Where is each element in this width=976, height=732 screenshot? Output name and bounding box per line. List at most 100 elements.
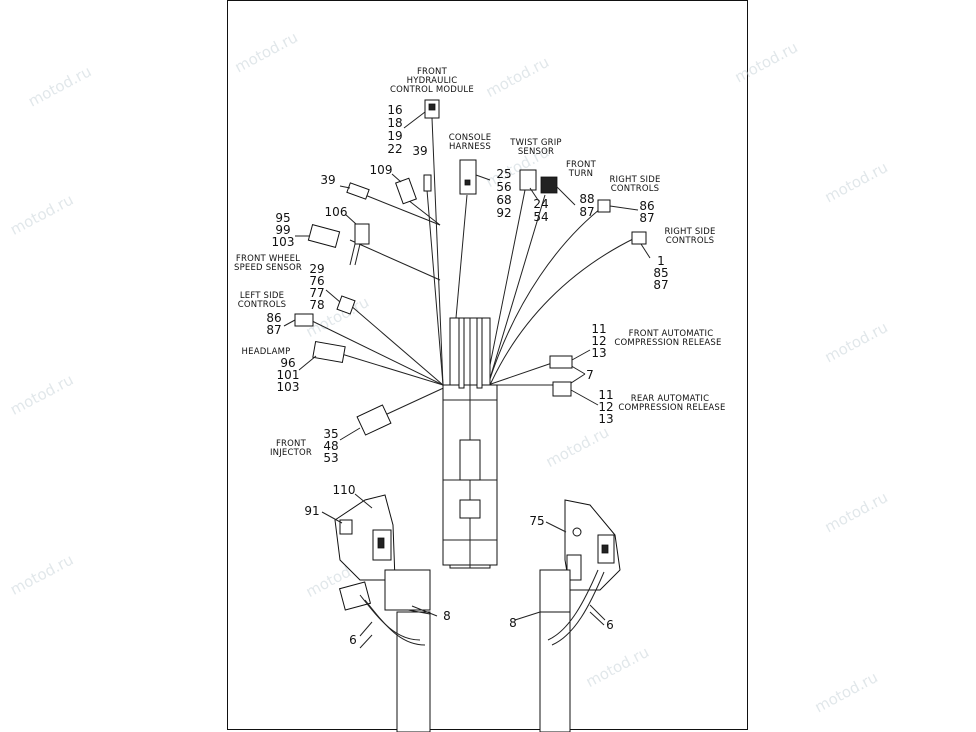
watermark-text: motod.ru [812,668,881,716]
callout-92: 92 [496,206,511,220]
callout-1: 1 [657,254,665,268]
callout-8-right: 8 [509,616,517,630]
console-harness-label-line1: CONSOLE [449,133,492,143]
twist-grip-connector [519,169,537,191]
callout-87-rsc: 87 [639,211,654,225]
right-side-controls-1-label-line2: CONTROLS [611,184,660,194]
front-turn-label-line2: TURN [568,169,593,179]
callout-54: 54 [533,210,548,224]
left-bracket-assembly [334,494,431,732]
callout-77: 77 [309,286,324,300]
headlamp-label: HEADLAMP [242,347,291,357]
watermark-text: motod.ru [822,318,891,366]
callout-87-lsc: 87 [266,323,281,337]
headlamp-connector [312,340,346,364]
console-harness-label-line2: HARNESS [449,142,491,152]
callout-103: 103 [272,235,295,249]
front-acr-label-line1: FRONT AUTOMATIC [629,329,714,339]
callout-56: 56 [496,180,511,194]
connector-39-left [346,182,370,200]
callout-12-rear: 12 [598,400,613,414]
callout-68: 68 [496,193,511,207]
callout-25: 25 [496,167,511,181]
callout-95: 95 [275,211,290,225]
callout-86-rsc: 86 [639,199,654,213]
right-bracket-assembly [514,499,621,732]
fws-connector [307,224,341,248]
connector-39-small [423,174,432,192]
main-harness-trunk [442,317,498,569]
callout-12-front: 12 [591,334,606,348]
rear-acr-label-line1: REAR AUTOMATIC [631,394,710,404]
callout-39-hcm: 39 [412,144,427,158]
callout-106: 106 [325,205,348,219]
lsc-connector-mid [336,295,356,315]
callout-29: 29 [309,262,324,276]
callout-109: 109 [370,163,393,177]
front-wheel-speed-label-line1: FRONT WHEEL [236,254,300,264]
watermark-text: motod.ru [232,28,301,76]
callout-18: 18 [387,116,402,130]
callout-85: 85 [653,266,668,280]
callout-48: 48 [323,439,338,453]
callout-78: 78 [309,298,324,312]
right-side-controls-2-label-line1: RIGHT SIDE [664,227,715,237]
front-injector-label-line1: FRONT [276,439,307,449]
left-side-controls-label-line2: CONTROLS [238,300,287,310]
connector-109 [395,177,417,205]
callout-numbers: 16 18 19 22 39 39 109 25 56 68 92 24 54 … [266,103,668,647]
twist-grip-label-line2: SENSOR [518,147,554,157]
callout-87-turn: 87 [579,205,594,219]
callout-6-left: 6 [349,633,357,647]
rear-acr-connector [552,381,572,397]
rear-acr-label-line2: COMPRESSION RELEASE [618,403,725,413]
injector-connector [356,404,392,436]
front-acr-label-line2: COMPRESSION RELEASE [614,338,721,348]
lsc-connector [294,313,314,327]
callout-96: 96 [280,356,295,370]
left-side-controls-label-line1: LEFT SIDE [240,291,284,301]
leader-lines [283,111,651,637]
callout-103-headlamp: 103 [277,380,300,394]
rsc2-connector [631,231,647,245]
front-injector-label-line2: INJECTOR [270,448,312,458]
front-turn-label-line1: FRONT [566,160,597,170]
watermark-text: motod.ru [483,53,552,101]
watermark-text: motod.ru [25,62,94,110]
callout-75: 75 [529,514,544,528]
callout-19: 19 [387,129,402,143]
callout-35: 35 [323,427,338,441]
callout-13-front: 13 [591,346,606,360]
callout-24: 24 [533,197,548,211]
callout-16: 16 [387,103,402,117]
right-side-controls-1-label-line1: RIGHT SIDE [609,175,660,185]
speed-sensor-106 [349,223,370,266]
front-hcm-label-line3: CONTROL MODULE [390,85,474,95]
front-hcm-label-line1: FRONT [417,67,448,77]
connectors [294,99,647,436]
callout-11-front: 11 [591,322,606,336]
watermark-text: motod.ru [583,643,652,691]
watermark-text: motod.ru [822,158,891,206]
callout-91: 91 [304,504,319,518]
callout-86-lsc: 86 [266,311,281,325]
front-hcm-connector [424,99,440,119]
callout-11-rear: 11 [598,388,613,402]
wire-harness-lines [309,117,636,416]
callout-99: 99 [275,223,290,237]
watermark-text: motod.ru [7,191,76,239]
callout-76: 76 [309,274,324,288]
callout-110: 110 [333,483,356,497]
callout-88: 88 [579,192,594,206]
front-hcm-label-line2: HYDRAULIC [407,76,458,86]
callout-39-left: 39 [320,173,335,187]
callout-13-rear: 13 [598,412,613,426]
front-acr-connector [549,355,573,369]
rsc1-connector [597,199,611,213]
callout-7: 7 [586,368,594,382]
watermark-text: motod.ru [543,423,612,471]
callout-8-left: 8 [443,609,451,623]
callout-87-rsc2: 87 [653,278,668,292]
callout-101: 101 [277,368,300,382]
watermark-text: motod.ru [822,488,891,536]
